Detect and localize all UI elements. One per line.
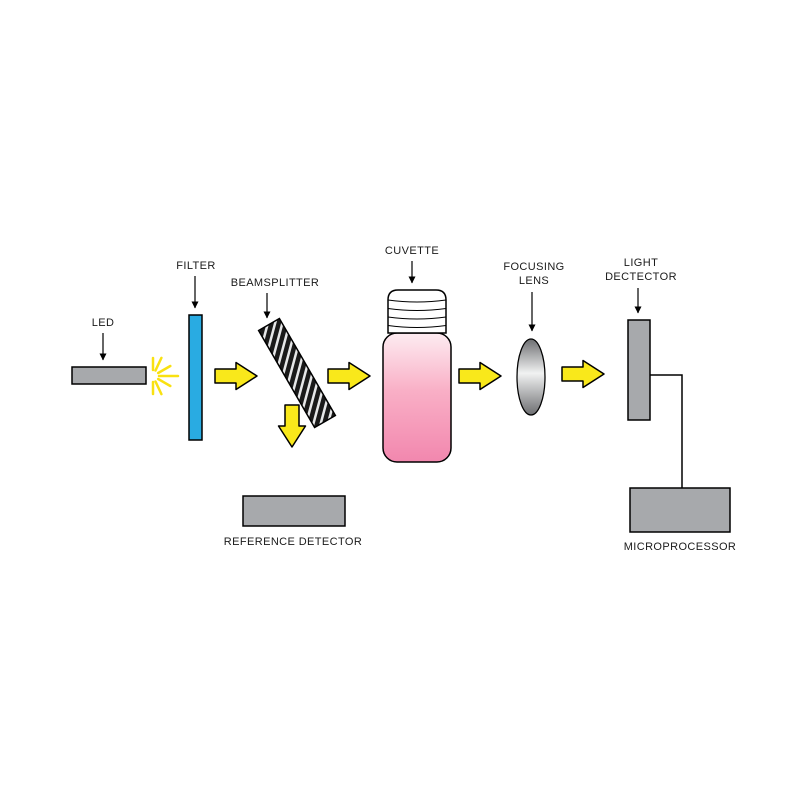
cuvette-cap xyxy=(387,289,447,334)
filter-label: FILTER xyxy=(176,260,215,272)
beamsplitter-label: BEAMSPLITTER xyxy=(231,277,320,289)
cuvette-cap-ridge xyxy=(387,299,447,303)
ray-line xyxy=(154,380,163,396)
cuvette-cap-ridge xyxy=(387,325,447,328)
ray-line xyxy=(156,364,172,375)
reference-detector-label: REFERENCE DETECTOR xyxy=(224,536,362,548)
led-label: LED xyxy=(92,317,115,329)
led-body xyxy=(71,366,147,385)
filter-body xyxy=(188,314,203,441)
flow-arrow-cuvette-to-lens xyxy=(458,361,502,391)
ray-line xyxy=(156,377,172,388)
flow-arrow-beamsplitter-down xyxy=(277,404,307,448)
cuvette-body xyxy=(382,332,452,463)
cuvette-label: CUVETTE xyxy=(385,245,439,257)
beamsplitter-body xyxy=(257,317,337,429)
detector-to-microprocessor-line xyxy=(650,374,683,488)
focusing-lens-label-line1: FOCUSING xyxy=(503,261,564,273)
flow-arrow-beamsplitter-to-cuvette xyxy=(327,361,371,391)
light-detector-label-line2: DECTECTOR xyxy=(605,271,677,283)
flow-arrow-lens-to-detector xyxy=(561,359,605,389)
microprocessor-label: MICROPROCESSOR xyxy=(624,541,737,553)
light-detector-body xyxy=(627,319,651,421)
microprocessor-body xyxy=(629,487,731,533)
focusing-lens-body xyxy=(516,338,546,416)
flow-arrow-filter-to-beamsplitter xyxy=(214,361,258,391)
led-light-rays xyxy=(151,356,180,396)
cuvette-cap-ridge xyxy=(387,308,447,311)
cuvette-cap-ridge xyxy=(387,316,447,320)
light-detector-label-line1: LIGHT xyxy=(624,257,658,269)
focusing-lens-label-line2: LENS xyxy=(519,275,549,287)
ray-line xyxy=(154,356,163,372)
reference-detector-body xyxy=(242,495,346,527)
